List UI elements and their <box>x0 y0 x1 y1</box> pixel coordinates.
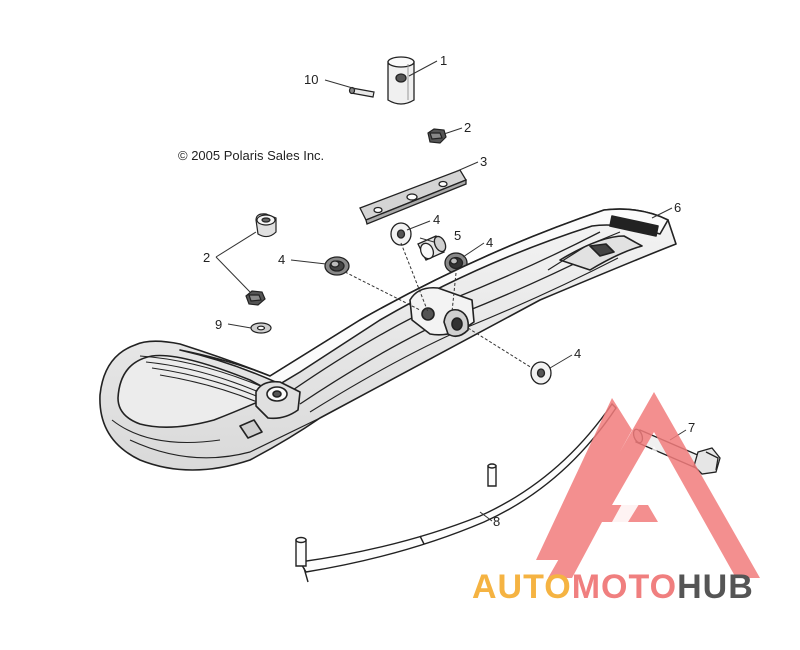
part-washer-left <box>324 256 350 276</box>
watermark-hub: HUB <box>677 568 754 606</box>
callout-2-top: 2 <box>464 120 471 135</box>
callout-2-left: 2 <box>203 250 210 265</box>
part-spindle <box>387 56 415 105</box>
callout-5: 5 <box>454 228 461 243</box>
watermark-triangle-icon <box>536 392 760 578</box>
callout-1: 1 <box>440 53 447 68</box>
callout-3: 3 <box>480 154 487 169</box>
callout-4-top: 4 <box>433 212 440 227</box>
callout-10: 10 <box>304 72 318 87</box>
watermark-wordmark: AUTOMOTOHUB <box>472 568 754 606</box>
part-nut-top <box>427 128 447 144</box>
watermark-logo <box>536 392 760 578</box>
callout-4-bottom: 4 <box>574 346 581 361</box>
part-washer-top <box>390 222 412 246</box>
watermark-moto: MOTO <box>572 568 677 606</box>
part-plate <box>359 169 467 225</box>
callout-7: 7 <box>688 420 695 435</box>
svg-text:AUTOMOTOHUB: AUTOMOTOHUB <box>472 568 754 606</box>
copyright-text: © 2005 Polaris Sales Inc. <box>178 148 324 163</box>
leader-bracket-2 <box>215 231 257 293</box>
part-bushing <box>417 235 447 261</box>
leader-lines <box>227 60 687 522</box>
callout-6: 6 <box>674 200 681 215</box>
part-washer-bottom <box>530 361 552 385</box>
part-pin <box>348 86 375 98</box>
watermark-auto: AUTO <box>472 568 572 606</box>
part-nut-left-lower <box>245 290 266 306</box>
callout-4-right: 4 <box>486 235 493 250</box>
callout-8: 8 <box>493 514 500 529</box>
callout-4-left: 4 <box>278 252 285 267</box>
part-washer-small <box>250 322 272 334</box>
part-nut-left-upper <box>255 213 277 238</box>
callout-labels: 1 10 2 3 4 5 6 2 4 9 4 7 8 4 <box>203 53 695 529</box>
part-ski <box>99 208 677 471</box>
callout-9: 9 <box>215 317 222 332</box>
